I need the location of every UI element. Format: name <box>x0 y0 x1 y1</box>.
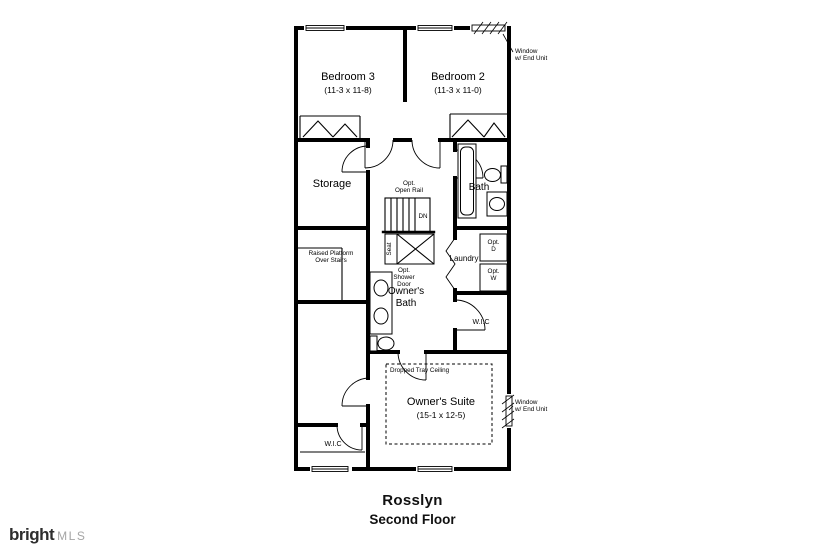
opt-washer-label-2: W <box>491 275 497 282</box>
bedroom3-label: Bedroom 3 <box>321 71 375 83</box>
shower-door-annotation-3: Door <box>397 281 411 288</box>
floor-name: Second Floor <box>369 512 456 527</box>
laundry-appliances <box>479 233 508 292</box>
shower-door-annotation-2: Shower <box>393 274 414 281</box>
owners-suite-label: Owner's Suite <box>407 396 475 408</box>
stairs-down-label: DN <box>418 213 428 220</box>
storage-label: Storage <box>313 178 352 190</box>
shower-door-annotation-1: Opt. <box>398 267 410 274</box>
seat-label: Seat <box>386 242 393 255</box>
platform-annotation-1: Raised Platform <box>309 250 354 257</box>
owners-bath-label-1: Owner's <box>388 286 424 297</box>
opt-dryer-label-2: D <box>491 246 496 253</box>
open-rail-annotation-1: Opt. <box>403 180 415 187</box>
wic-right-label: W.I.C <box>472 319 489 326</box>
windows <box>304 21 515 474</box>
plan-caption: Rosslyn Second Floor <box>0 492 825 527</box>
tray-ceiling-label: Dropped Tray Ceiling <box>390 367 450 374</box>
open-rail-annotation-2: Open Rail <box>395 187 423 194</box>
bedroom3-dims: (11-3 x 11-8) <box>324 85 372 95</box>
closet-symbols <box>299 113 507 453</box>
owners-bath-label-2: Bath <box>396 298 417 309</box>
logo-mls: MLS <box>57 529 87 543</box>
laundry-label: Laundry <box>450 254 479 263</box>
opt-dryer-label-1: Opt. <box>488 239 500 246</box>
opt-washer-label-1: Opt. <box>488 268 500 275</box>
stairs <box>384 197 431 233</box>
bath-label: Bath <box>469 182 490 193</box>
tray-ceiling-outline <box>385 363 493 445</box>
wic-bottom-label: W.I.C <box>324 441 341 448</box>
brightmls-logo: bright MLS <box>9 525 86 545</box>
plan-name: Rosslyn <box>382 492 443 509</box>
bedroom2-label: Bedroom 2 <box>431 71 485 83</box>
platform-annotation-2: Over Stairs <box>315 257 347 264</box>
bedroom2-dims: (11-3 x 11-0) <box>434 85 482 95</box>
bath-fixtures <box>457 143 508 219</box>
logo-bright: bright <box>9 525 55 544</box>
platform-edge <box>296 247 343 302</box>
window-annotation-bottom-2: w/ End Unit <box>514 406 547 413</box>
owners-suite-dims: (15-1 x 12-5) <box>417 410 466 420</box>
owners-bath-fixtures <box>369 233 435 352</box>
window-annotation-top-2: w/ End Unit <box>514 55 547 62</box>
walls <box>294 26 511 471</box>
window-annotation-top-1: Window <box>515 48 538 55</box>
window-annotation-bottom-1: Window <box>515 399 538 406</box>
